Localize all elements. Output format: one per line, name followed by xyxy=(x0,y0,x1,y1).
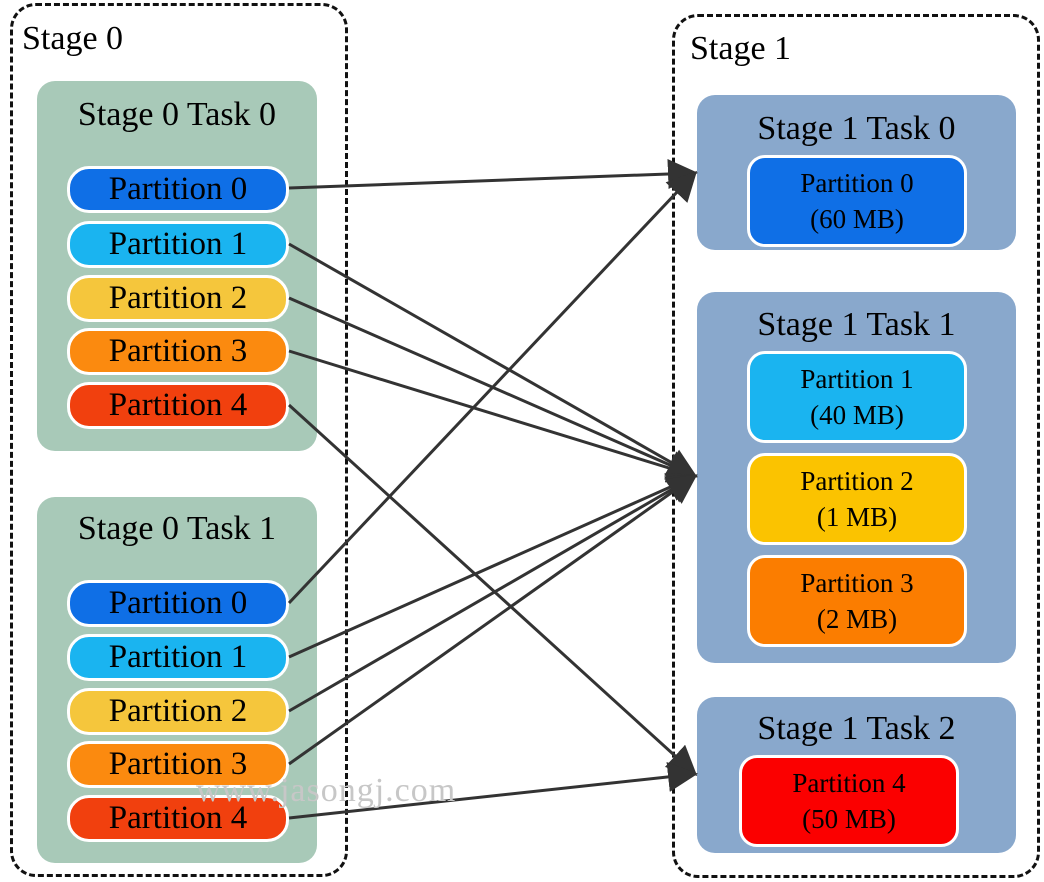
s1t1-partition-2-label: Partition 2 xyxy=(800,465,914,496)
s1t1-partition-1-label: Partition 1 xyxy=(800,363,914,394)
s1t1-partition-1-size: (40 MB) xyxy=(810,400,904,430)
stage-0-task-1-title: Stage 0 Task 1 xyxy=(77,510,277,547)
s1t0-partition-0-label: Partition 0 xyxy=(800,167,914,198)
s1t2-partition-4-size: (50 MB) xyxy=(802,804,896,834)
arrow-s0t0p3-to-s1t1 xyxy=(288,349,698,483)
s1t2-partition-4-label: Partition 4 xyxy=(792,767,906,798)
arrow-s0t1p2-to-s1t1 xyxy=(288,474,698,713)
watermark: www.jasongj.com xyxy=(196,772,457,809)
arrow-s0t0p4-to-s1t2 xyxy=(287,403,698,777)
arrow-s0t1p0-to-s1t0 xyxy=(287,170,698,605)
s1t2-partition-4: Partition 4 (50 MB) xyxy=(739,755,959,847)
stage-0-container xyxy=(10,3,348,877)
stage-1-task-1-title: Stage 1 Task 1 xyxy=(757,306,956,343)
arrow-s0t1p1-to-s1t1 xyxy=(288,473,698,659)
arrow-s0t0p0-to-s1t0 xyxy=(288,159,698,190)
s1t0-partition-0-size: (60 MB) xyxy=(810,204,904,234)
arrow-s0t0p1-to-s1t1 xyxy=(288,242,698,478)
stage-1-title: Stage 1 xyxy=(690,30,792,67)
stage-1-task-2-title: Stage 1 Task 2 xyxy=(757,710,956,747)
arrow-s0t1p4-to-s1t2 xyxy=(288,761,698,820)
stage-0-task-0-title: Stage 0 Task 0 xyxy=(77,96,277,133)
s0t0-partition-4: Partition 4 xyxy=(67,382,289,429)
s1t1-partition-3-size: (2 MB) xyxy=(816,604,898,634)
s0t0-partition-3: Partition 3 xyxy=(67,328,289,375)
stage-1-container xyxy=(672,14,1040,878)
s0t1-partition-4: Partition 4 xyxy=(67,795,289,842)
s0t1-partition-2: Partition 2 xyxy=(67,688,289,735)
s0t0-partition-2: Partition 2 xyxy=(67,275,289,322)
stage-0-title: Stage 0 xyxy=(22,20,124,57)
s1t1-partition-1: Partition 1 (40 MB) xyxy=(747,351,967,443)
s0t0-partition-0: Partition 0 xyxy=(67,166,289,213)
s1t1-partition-3-label: Partition 3 xyxy=(800,567,914,598)
s0t0-partition-1: Partition 1 xyxy=(67,221,289,268)
stage-1-task-0-title: Stage 1 Task 0 xyxy=(757,110,956,147)
s1t1-partition-2-size: (1 MB) xyxy=(816,502,898,532)
arrow-s0t1p3-to-s1t1 xyxy=(288,474,698,766)
s0t1-partition-3: Partition 3 xyxy=(67,741,289,788)
s1t1-partition-3: Partition 3 (2 MB) xyxy=(747,555,967,647)
s1t0-partition-0: Partition 0 (60 MB) xyxy=(747,155,967,247)
s0t1-partition-1: Partition 1 xyxy=(67,634,289,681)
s1t1-partition-2: Partition 2 (1 MB) xyxy=(747,453,967,545)
s0t1-partition-0: Partition 0 xyxy=(67,580,289,627)
